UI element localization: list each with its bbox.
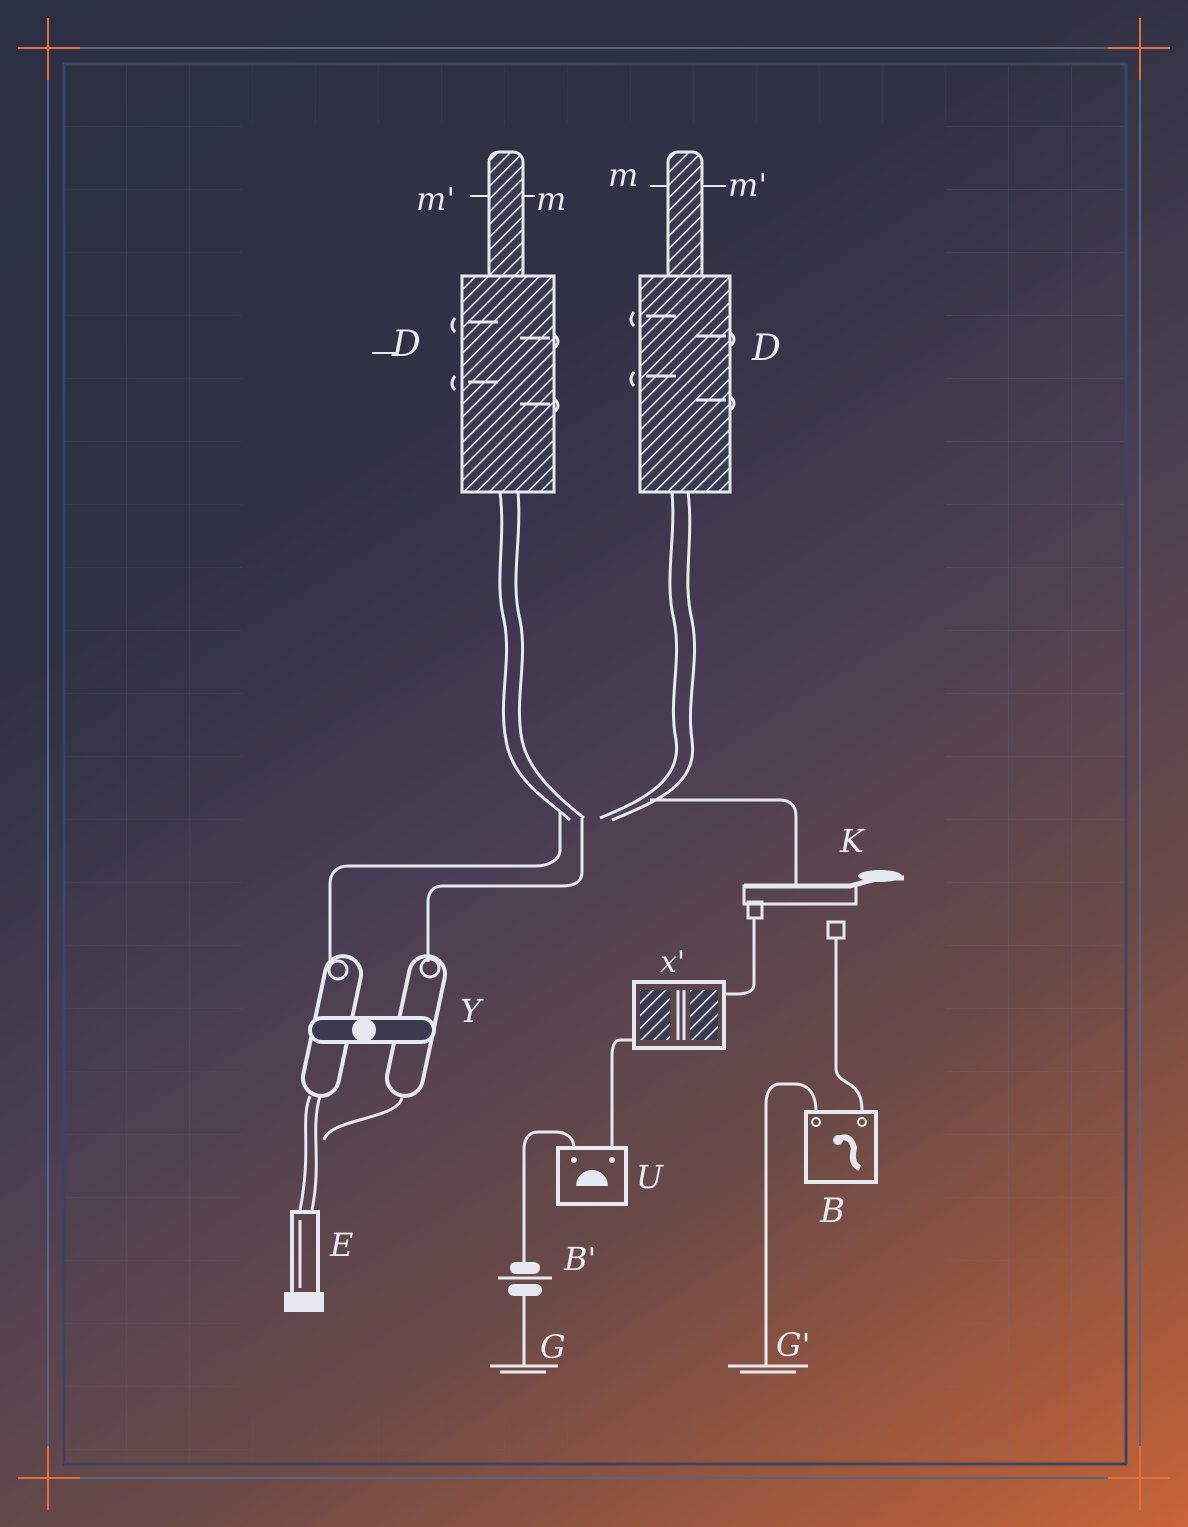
induction-coil-x (632, 980, 726, 1050)
label-g-left: G (540, 1328, 566, 1366)
label-e: E (329, 1226, 353, 1264)
label-y: Y (460, 992, 484, 1030)
label-u: U (636, 1158, 664, 1196)
battery-b (804, 1110, 878, 1184)
label-m-prime-left: m' (416, 180, 455, 218)
label-m-right: m (608, 156, 638, 194)
label-b: B (819, 1191, 845, 1231)
ground-symbols (490, 1364, 808, 1374)
twisted-cable (328, 491, 798, 964)
electrode-left (450, 150, 560, 494)
label-m-left: m (536, 180, 566, 218)
battery-b-prime (498, 1262, 552, 1296)
circuit-wires (522, 918, 864, 1366)
indicator-u (556, 1146, 628, 1206)
corner-mark-top-left (18, 18, 80, 80)
corner-mark-bottom-left (18, 1446, 80, 1510)
binding-post-y (298, 954, 448, 1211)
label-d-left: D (391, 324, 421, 365)
label-leaders (372, 185, 726, 354)
electrode-right (629, 150, 736, 494)
label-x-prime: x' (660, 945, 685, 980)
label-m-prime-right: m' (728, 166, 767, 204)
label-b-prime: B' (563, 1240, 596, 1278)
label-d-right: D (751, 328, 781, 369)
handle-electrode-e (284, 1210, 324, 1312)
diagram-labels: m' m m m' D D K x' Y U B E B' G G' (329, 156, 866, 1366)
label-g-right: G' (776, 1326, 810, 1364)
document-frame (47, 47, 1141, 1479)
corner-marks (18, 18, 1170, 1510)
background-grid (64, 64, 1124, 1464)
label-k: K (839, 822, 866, 860)
corner-mark-bottom-right (1108, 1446, 1170, 1510)
telegraph-key-k (742, 870, 904, 940)
corner-mark-top-right (1108, 18, 1170, 80)
